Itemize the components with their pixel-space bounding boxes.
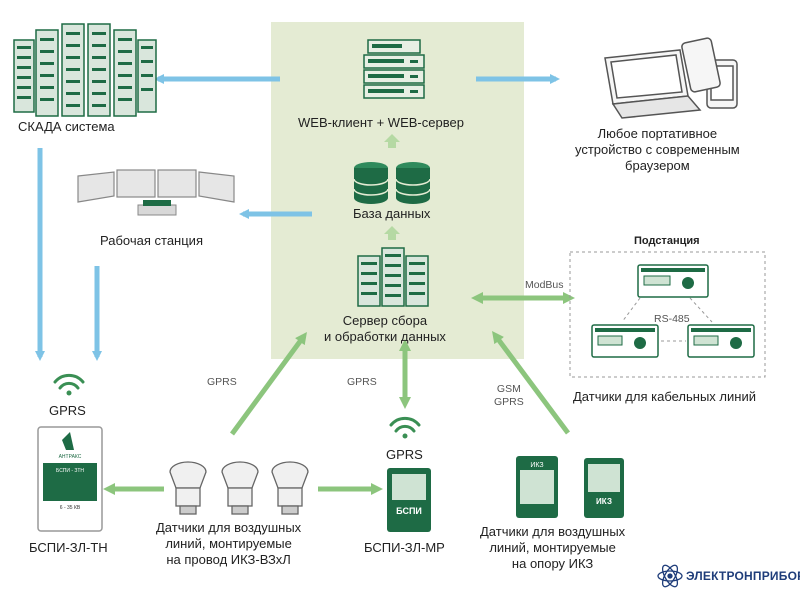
portable-device-label: Любое портативное устройство с современн… xyxy=(575,126,740,173)
ikz-label-right: ИКЗ xyxy=(596,497,612,506)
bspi-tn-brand: АНТРАКС xyxy=(59,454,82,460)
scada-label: СКАДА система xyxy=(18,119,115,134)
ikz-sensor-left: ИКЗ xyxy=(516,456,558,518)
electronpribor-logo-text: ЭЛЕКТРОНПРИБОР xyxy=(686,569,800,583)
web-server-label: WEB-клиент + WEB-сервер xyxy=(298,115,464,130)
wifi-icon-left xyxy=(53,373,85,396)
overhead-pole-label: Датчики для воздушных линий, монтируемые… xyxy=(480,524,626,571)
gsm-gprs-label: GSM GPRS xyxy=(494,383,524,408)
a-signal-device-right xyxy=(687,324,755,358)
a-signal-device-left xyxy=(591,324,659,358)
wifi-icon-mid xyxy=(389,416,421,439)
blue-arrows xyxy=(35,74,560,361)
bspi-tn-title: БСПИ - ЗТН xyxy=(56,468,84,474)
bspi-mr-device: БСПИ xyxy=(387,468,431,532)
workstation-label: Рабочая станция xyxy=(100,233,203,248)
substation-frame xyxy=(569,251,766,378)
bspi-tn-device: АНТРАКС БСПИ - ЗТН 6 - 35 КВ xyxy=(37,426,103,532)
bspi-tn-kv: 6 - 35 КВ xyxy=(60,505,81,511)
workstation-icon xyxy=(77,169,235,216)
modbus-label: ModBus xyxy=(525,279,564,291)
ikz-label-left: ИКЗ xyxy=(530,462,543,469)
database-label: База данных xyxy=(353,206,431,221)
a-signal-device-top xyxy=(637,264,709,298)
inner-arrows xyxy=(384,134,400,240)
bspi-mr-label: БСПИ xyxy=(396,506,422,516)
gprs-icon-mid-label: GPRS xyxy=(386,447,423,462)
green-arrows xyxy=(103,292,575,495)
gprs-left-label: GPRS xyxy=(207,376,237,388)
substation-label: Подстанция xyxy=(634,235,700,247)
ikz-sensor-right: ИКЗ xyxy=(584,458,624,518)
phone-icon xyxy=(681,37,738,109)
gprs-icon-left-label: GPRS xyxy=(49,403,86,418)
collection-server-icon xyxy=(357,247,429,307)
bspi-tn-label: БСПИ-ЗЛ-ТН xyxy=(29,540,108,555)
laptop-icon xyxy=(604,49,702,119)
wire-sensors-icon xyxy=(169,461,309,515)
database-icon xyxy=(353,162,431,204)
bspi-mr-label-text: БСПИ-ЗЛ-МР xyxy=(364,540,445,555)
collection-server-label: Сервер сбора и обработки данных xyxy=(324,313,446,344)
electronpribor-logo-icon xyxy=(657,564,683,588)
rs485-lines xyxy=(621,297,713,342)
overhead-wire-label: Датчики для воздушных линий, монтируемые… xyxy=(156,520,302,567)
rs485-label: RS-485 xyxy=(654,313,690,325)
scada-server-icon xyxy=(13,23,157,117)
gprs-mid-label: GPRS xyxy=(347,376,377,388)
web-server-icon xyxy=(363,39,425,99)
cable-sensors-label: Датчики для кабельных линий xyxy=(573,389,756,404)
